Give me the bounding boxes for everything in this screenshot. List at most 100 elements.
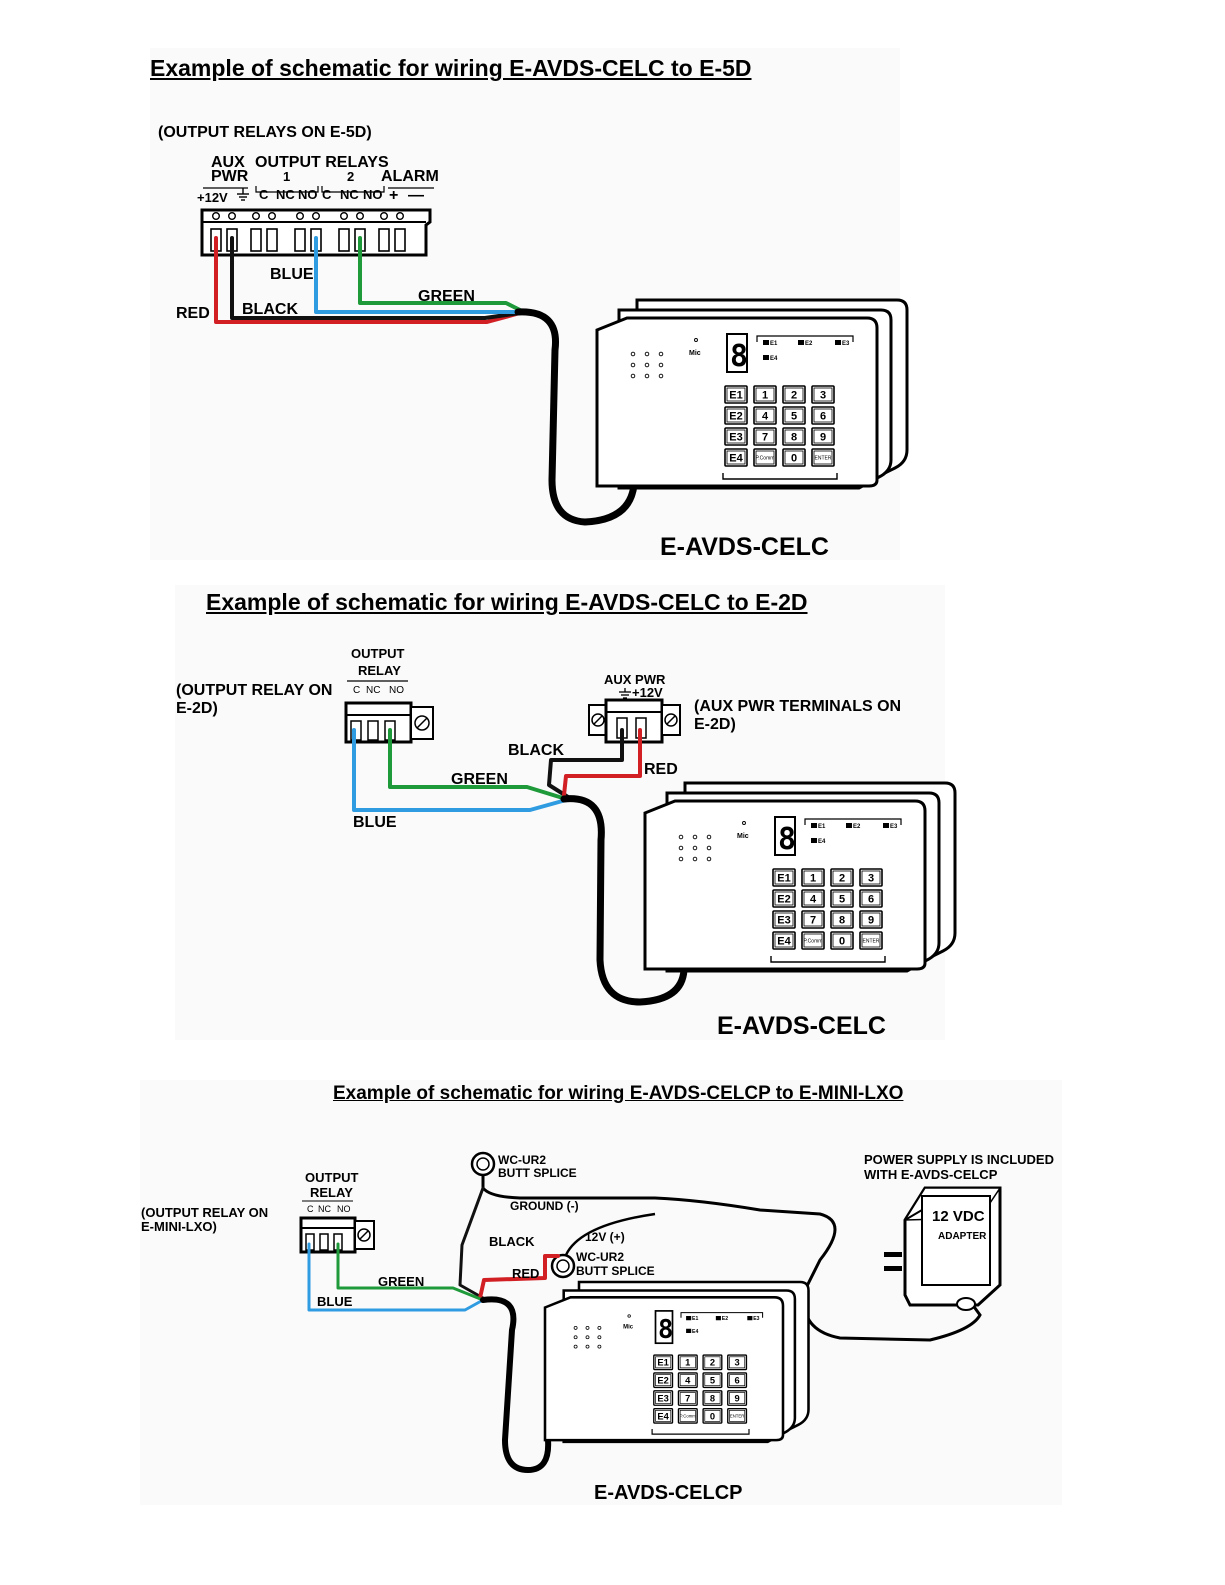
keypad-key[interactable] — [830, 931, 854, 950]
key-label: 7 — [810, 915, 816, 927]
keypad-key[interactable] — [753, 427, 777, 446]
keypad-key[interactable] — [859, 931, 883, 950]
keypad-key[interactable] — [772, 931, 796, 950]
keypad-key[interactable] — [724, 385, 748, 404]
led-indicator — [811, 838, 817, 843]
led-indicator — [686, 1316, 692, 1321]
diagram1: (OUTPUT RELAYS ON E-5D) AUX PWR OUTPUT R… — [158, 124, 909, 561]
keypad-key[interactable] — [772, 889, 796, 908]
keypad-key[interactable] — [724, 448, 748, 467]
keypad-key[interactable] — [830, 868, 854, 887]
keypad-key[interactable] — [702, 1354, 723, 1371]
psu-note-line2: WITH E-AVDS-CELCP — [864, 1167, 998, 1182]
keypad-key[interactable] — [811, 427, 835, 446]
keypad-key[interactable] — [782, 385, 806, 404]
key-label: 4 — [810, 894, 817, 906]
keypad-key[interactable] — [653, 1354, 674, 1371]
c2-label: C — [322, 187, 332, 202]
ground-icon-2 — [619, 688, 631, 699]
relay3-c: C — [307, 1204, 314, 1214]
keypad-key[interactable] — [811, 406, 835, 425]
red-label: RED — [176, 305, 210, 322]
keypad-key[interactable] — [830, 889, 854, 908]
relay-no: NO — [389, 685, 404, 696]
relay-title-line1: OUTPUT — [351, 646, 405, 661]
mic-icon — [742, 821, 746, 825]
relay3-no: NO — [337, 1204, 351, 1214]
splice1-line2: BUTT SPLICE — [498, 1166, 577, 1180]
device2-label: E-AVDS-CELC — [717, 1012, 886, 1040]
terminal-slot — [394, 228, 406, 252]
keypad-key[interactable] — [782, 448, 806, 467]
key-label: E1 — [729, 390, 742, 402]
keypad-key[interactable] — [811, 385, 835, 404]
keypad-key[interactable] — [727, 1390, 748, 1406]
diagram2: (OUTPUT RELAY ON E-2D) OUTPUT RELAY C NC… — [176, 646, 957, 1040]
speaker-hole — [630, 362, 636, 368]
key-label: E1 — [777, 873, 790, 885]
keypad-key[interactable] — [753, 385, 777, 404]
led-indicator — [883, 823, 889, 828]
keypad-key[interactable] — [727, 1372, 748, 1389]
terminal-screw — [356, 211, 365, 220]
keypad-key[interactable] — [727, 1407, 748, 1424]
diagram3-title: Example of schematic for wiring E-AVDS-C… — [333, 1083, 904, 1104]
speaker-hole — [706, 834, 712, 840]
keypad-key[interactable] — [753, 448, 777, 467]
keypad-key[interactable] — [801, 889, 825, 908]
keypad-key[interactable] — [677, 1407, 698, 1424]
blue-label-3: BLUE — [317, 1294, 353, 1309]
keypad-key[interactable] — [801, 868, 825, 887]
keypad-key[interactable] — [772, 868, 796, 887]
keypad-key[interactable] — [702, 1407, 723, 1424]
key-label: 2 — [839, 873, 845, 885]
aux-note-line1: (AUX PWR TERMINALS ON — [694, 698, 901, 715]
key-label: E3 — [657, 1393, 668, 1403]
keypad-key[interactable] — [727, 1354, 748, 1371]
terminal-screw — [251, 211, 260, 220]
key-label: 2 — [791, 390, 797, 402]
keypad-key[interactable] — [859, 889, 883, 908]
diagram1-subtitle: (OUTPUT RELAYS ON E-5D) — [158, 124, 372, 141]
speaker-hole — [573, 1335, 578, 1340]
keypad-key[interactable] — [859, 868, 883, 887]
terminal-screw — [296, 211, 305, 220]
no1-label: NO — [298, 187, 318, 202]
led-label: E3 — [842, 341, 850, 347]
minilxo-relay-block — [299, 1216, 375, 1254]
alarm-label: ALARM — [381, 168, 439, 185]
key-label: 4 — [762, 411, 769, 423]
keypad-key[interactable] — [677, 1354, 698, 1371]
c1-label: C — [259, 187, 269, 202]
speaker-hole — [597, 1344, 602, 1349]
keypad-key[interactable] — [653, 1407, 674, 1424]
red-wire — [214, 236, 522, 324]
keypad-key[interactable] — [753, 406, 777, 425]
keypad-key[interactable] — [801, 931, 825, 950]
black-label: BLACK — [242, 301, 298, 318]
key-label: 7 — [762, 432, 768, 444]
terminal-slot — [294, 228, 306, 252]
mic-icon — [627, 1314, 631, 1318]
keypad-key[interactable] — [724, 427, 748, 446]
keypad-key[interactable] — [782, 406, 806, 425]
keypad-key[interactable] — [782, 427, 806, 446]
keypad-key[interactable] — [653, 1390, 674, 1406]
keypad-key[interactable] — [702, 1390, 723, 1406]
red-label-2: RED — [644, 761, 678, 778]
pwr-label: PWR — [211, 168, 249, 185]
led-label: E2 — [805, 341, 813, 347]
keypad-key[interactable] — [859, 910, 883, 929]
speaker-hole — [644, 351, 650, 357]
keypad-key[interactable] — [677, 1390, 698, 1406]
keypad-key[interactable] — [653, 1372, 674, 1389]
nc2-label: NC — [340, 187, 359, 202]
keypad-key[interactable] — [677, 1372, 698, 1389]
keypad-key[interactable] — [801, 910, 825, 929]
keypad-key[interactable] — [811, 448, 835, 467]
keypad-key[interactable] — [702, 1372, 723, 1389]
keypad-key[interactable] — [830, 910, 854, 929]
keypad-key[interactable] — [724, 406, 748, 425]
seven-segment-display — [774, 816, 796, 856]
keypad-key[interactable] — [772, 910, 796, 929]
